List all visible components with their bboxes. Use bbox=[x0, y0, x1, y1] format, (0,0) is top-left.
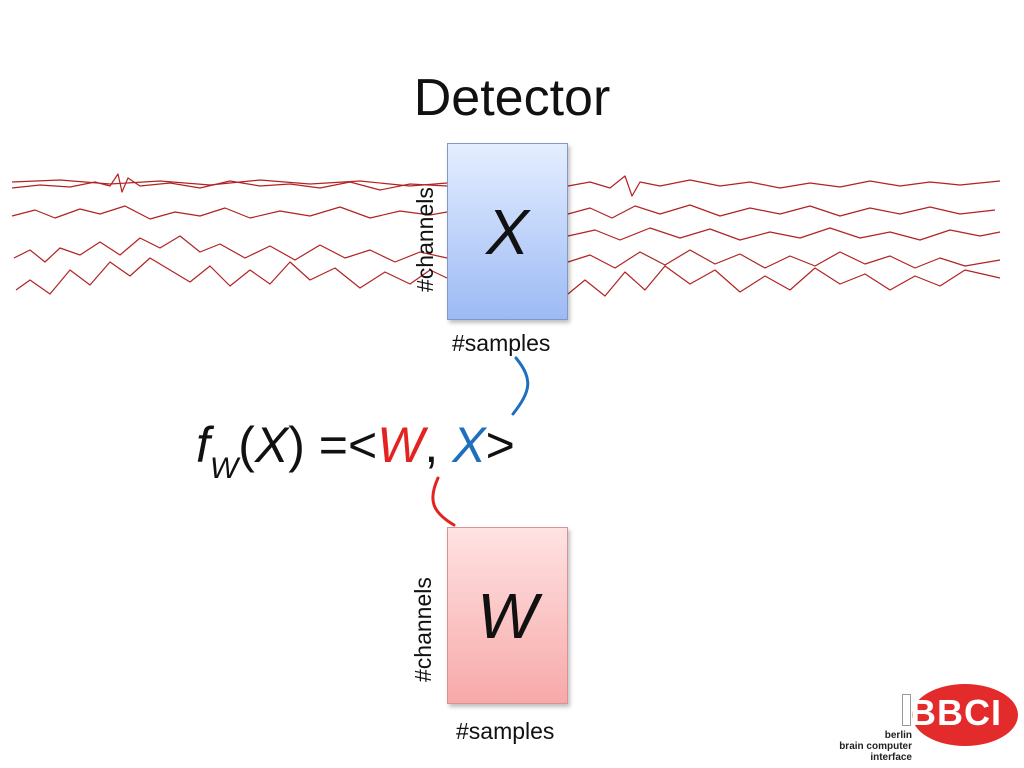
matrix-x-rows-label: #channels bbox=[412, 187, 438, 292]
matrix-x-symbol: X bbox=[486, 195, 529, 268]
logo-circle bbox=[912, 684, 1018, 746]
signal-trace-2 bbox=[11, 205, 448, 220]
matrix-x: X bbox=[447, 143, 568, 320]
logo-line-1: berlin bbox=[884, 730, 912, 741]
w-connector bbox=[431, 476, 456, 527]
formula-x: X bbox=[452, 417, 486, 473]
signal-trace-8 bbox=[567, 249, 1001, 269]
formula-f: f bbox=[196, 417, 210, 473]
matrix-x-cols-label: #samples bbox=[452, 330, 551, 356]
formula-arg: X bbox=[254, 417, 289, 473]
formula-comma: , bbox=[424, 417, 453, 473]
matrix-w: W bbox=[447, 527, 568, 704]
signal-trace-7 bbox=[567, 227, 1001, 241]
signal-trace-1b bbox=[11, 179, 448, 187]
logo-tick bbox=[902, 694, 911, 726]
signal-trace-5 bbox=[567, 175, 1001, 197]
matrix-w-rows-label: #channels bbox=[410, 577, 436, 682]
formula-subscript: W bbox=[209, 452, 239, 485]
x-connector bbox=[511, 356, 530, 416]
matrix-w-cols-label: #samples bbox=[456, 718, 555, 744]
logo-letters: BBCI bbox=[910, 692, 1002, 733]
formula-end: > bbox=[485, 417, 515, 473]
logo-line-3: interface bbox=[870, 752, 912, 763]
detector-formula: fW(X) =<W, X> bbox=[196, 410, 515, 488]
slide-title: Detector bbox=[413, 69, 611, 127]
bbci-logo: BBCI berlin brain computer interface bbox=[838, 684, 1018, 764]
formula-close-eq: ) =< bbox=[288, 417, 378, 473]
signal-trace-9 bbox=[567, 265, 1001, 297]
signal-trace-4 bbox=[15, 257, 448, 295]
signal-trace-3 bbox=[13, 235, 448, 263]
matrix-w-symbol: W bbox=[477, 579, 538, 652]
signal-trace-6 bbox=[567, 204, 996, 219]
formula-open: ( bbox=[238, 417, 255, 473]
logo-line-2: brain computer bbox=[839, 741, 912, 752]
formula-w: W bbox=[377, 417, 425, 473]
